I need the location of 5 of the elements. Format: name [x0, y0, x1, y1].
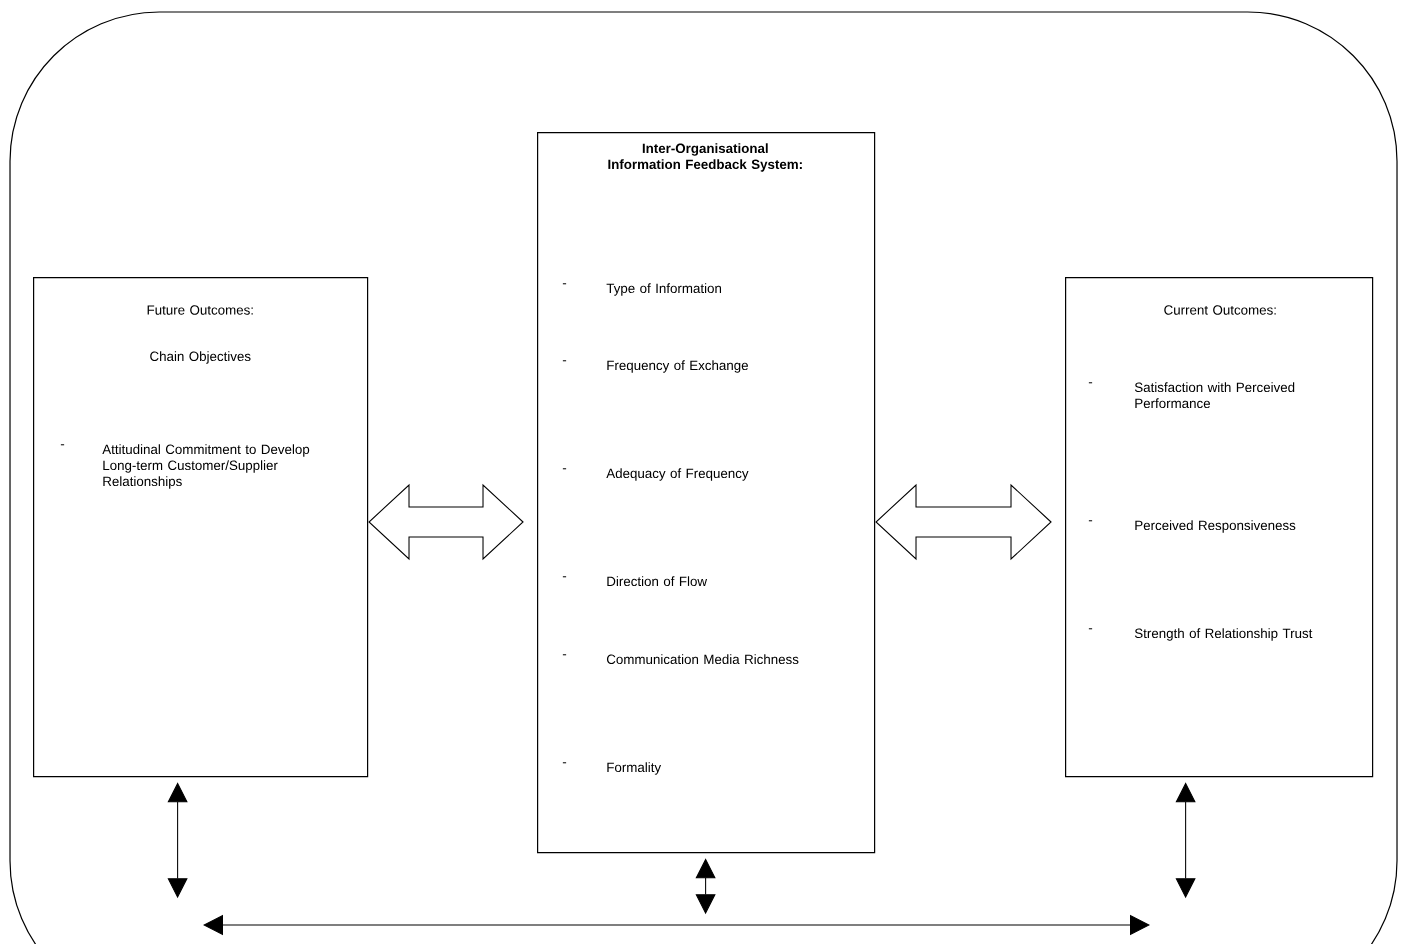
- text-box: Future Outcomes: Chain Objectives - Attitudinal Commitment to Develop Long-term Customer/Supplier Relationships: [33, 277, 369, 778]
- text-box: Current Outcomes: - Satisfaction with Perceived Performance - Perceived Responsiveness - Strength of Relationship Trust: [1065, 277, 1374, 778]
- block-arrow: [368, 483, 524, 561]
- text-box: Inter-Organisational Information Feedback System: - Type of Information - Frequency of Exchange - Adequacy of Frequency - Direction of Flow - Communication Media Richness - Formality: [537, 132, 876, 854]
- block-arrow: [875, 483, 1052, 561]
